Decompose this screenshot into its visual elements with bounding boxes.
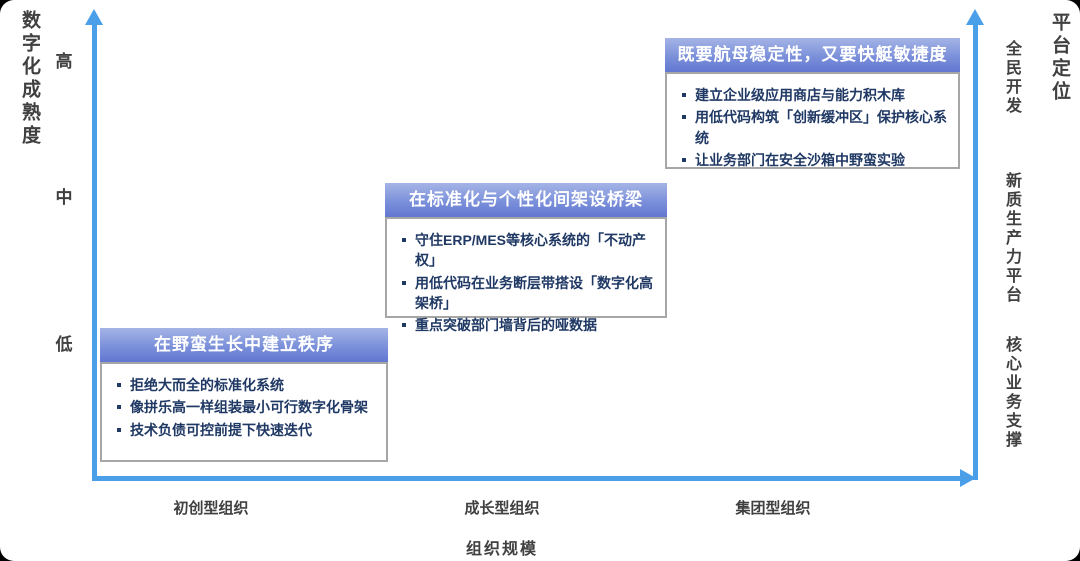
strategy-box-startup-body: 拒绝大而全的标准化系统 像拼乐高一样组装最小可行数字化骨架 技术负债可控前提下快… [100,362,388,462]
x-axis-title: 组织规模 [465,541,539,558]
strategy-box-startup: 在野蛮生长中建立秩序 拒绝大而全的标准化系统 像拼乐高一样组装最小可行数字化骨架… [100,328,388,462]
bullet-item: 用低代码在业务断层带搭设「数字化高架桥」 [395,273,655,314]
bullet-list: 拒绝大而全的标准化系统 像拼乐高一样组装最小可行数字化骨架 技术负债可控前提下快… [110,375,376,440]
bullet-item: 用低代码构筑「创新缓冲区」保护核心系统 [675,107,948,148]
bullet-item: 重点突破部门墙背后的哑数据 [395,315,655,335]
strategy-box-growth-title: 在标准化与个性化间架设桥梁 [385,183,667,217]
right-label-citizen-development: 全民开发 [1003,40,1020,116]
strategy-box-group-body: 建立企业级应用商店与能力积木库 用低代码构筑「创新缓冲区」保护核心系统 让业务部… [665,72,960,169]
bullet-item: 守住ERP/MES等核心系统的「不动产权」 [395,230,655,271]
strategy-box-startup-title: 在野蛮生长中建立秩序 [100,328,388,362]
bullet-item: 技术负债可控前提下快速迭代 [110,420,376,440]
right-y-axis-line [973,24,978,480]
strategy-box-group-title: 既要航母稳定性，又要快艇敏捷度 [665,38,960,72]
bullet-list: 守住ERP/MES等核心系统的「不动产权」 用低代码在业务断层带搭设「数字化高架… [395,230,655,335]
bullet-item: 建立企业级应用商店与能力积木库 [675,85,948,105]
right-label-core-business-support: 核心业务支撑 [1003,336,1020,450]
left-y-axis-line [92,24,97,480]
y-tick-mid: 中 [55,188,73,207]
y-tick-high: 高 [55,52,73,71]
x-tick-growth-org: 成长型组织 [464,500,540,517]
strategy-box-group: 既要航母稳定性，又要快艇敏捷度 建立企业级应用商店与能力积木库 用低代码构筑「创… [665,38,960,169]
right-axis-title: 平台定位 [1049,12,1070,104]
bullet-item: 拒绝大而全的标准化系统 [110,375,376,395]
left-axis-title: 数字化成熟度 [19,10,40,148]
x-axis-line [92,476,966,481]
left-y-axis-arrow-up-icon [85,9,103,25]
right-y-axis-arrow-up-icon [966,9,984,25]
bullet-list: 建立企业级应用商店与能力积木库 用低代码构筑「创新缓冲区」保护核心系统 让业务部… [675,85,948,170]
x-tick-startup-org: 初创型组织 [173,500,249,517]
x-axis-arrow-right-icon [960,469,976,487]
bullet-item: 像拼乐高一样组装最小可行数字化骨架 [110,397,376,417]
right-label-new-productivity-platform: 新质生产力平台 [1003,172,1020,305]
strategy-box-growth-body: 守住ERP/MES等核心系统的「不动产权」 用低代码在业务断层带搭设「数字化高架… [385,217,667,333]
bullet-item: 让业务部门在安全沙箱中野蛮实验 [675,150,948,170]
strategy-box-growth: 在标准化与个性化间架设桥梁 守住ERP/MES等核心系统的「不动产权」 用低代码… [385,183,667,333]
y-tick-low: 低 [55,335,73,354]
x-tick-group-org: 集团型组织 [735,500,811,517]
